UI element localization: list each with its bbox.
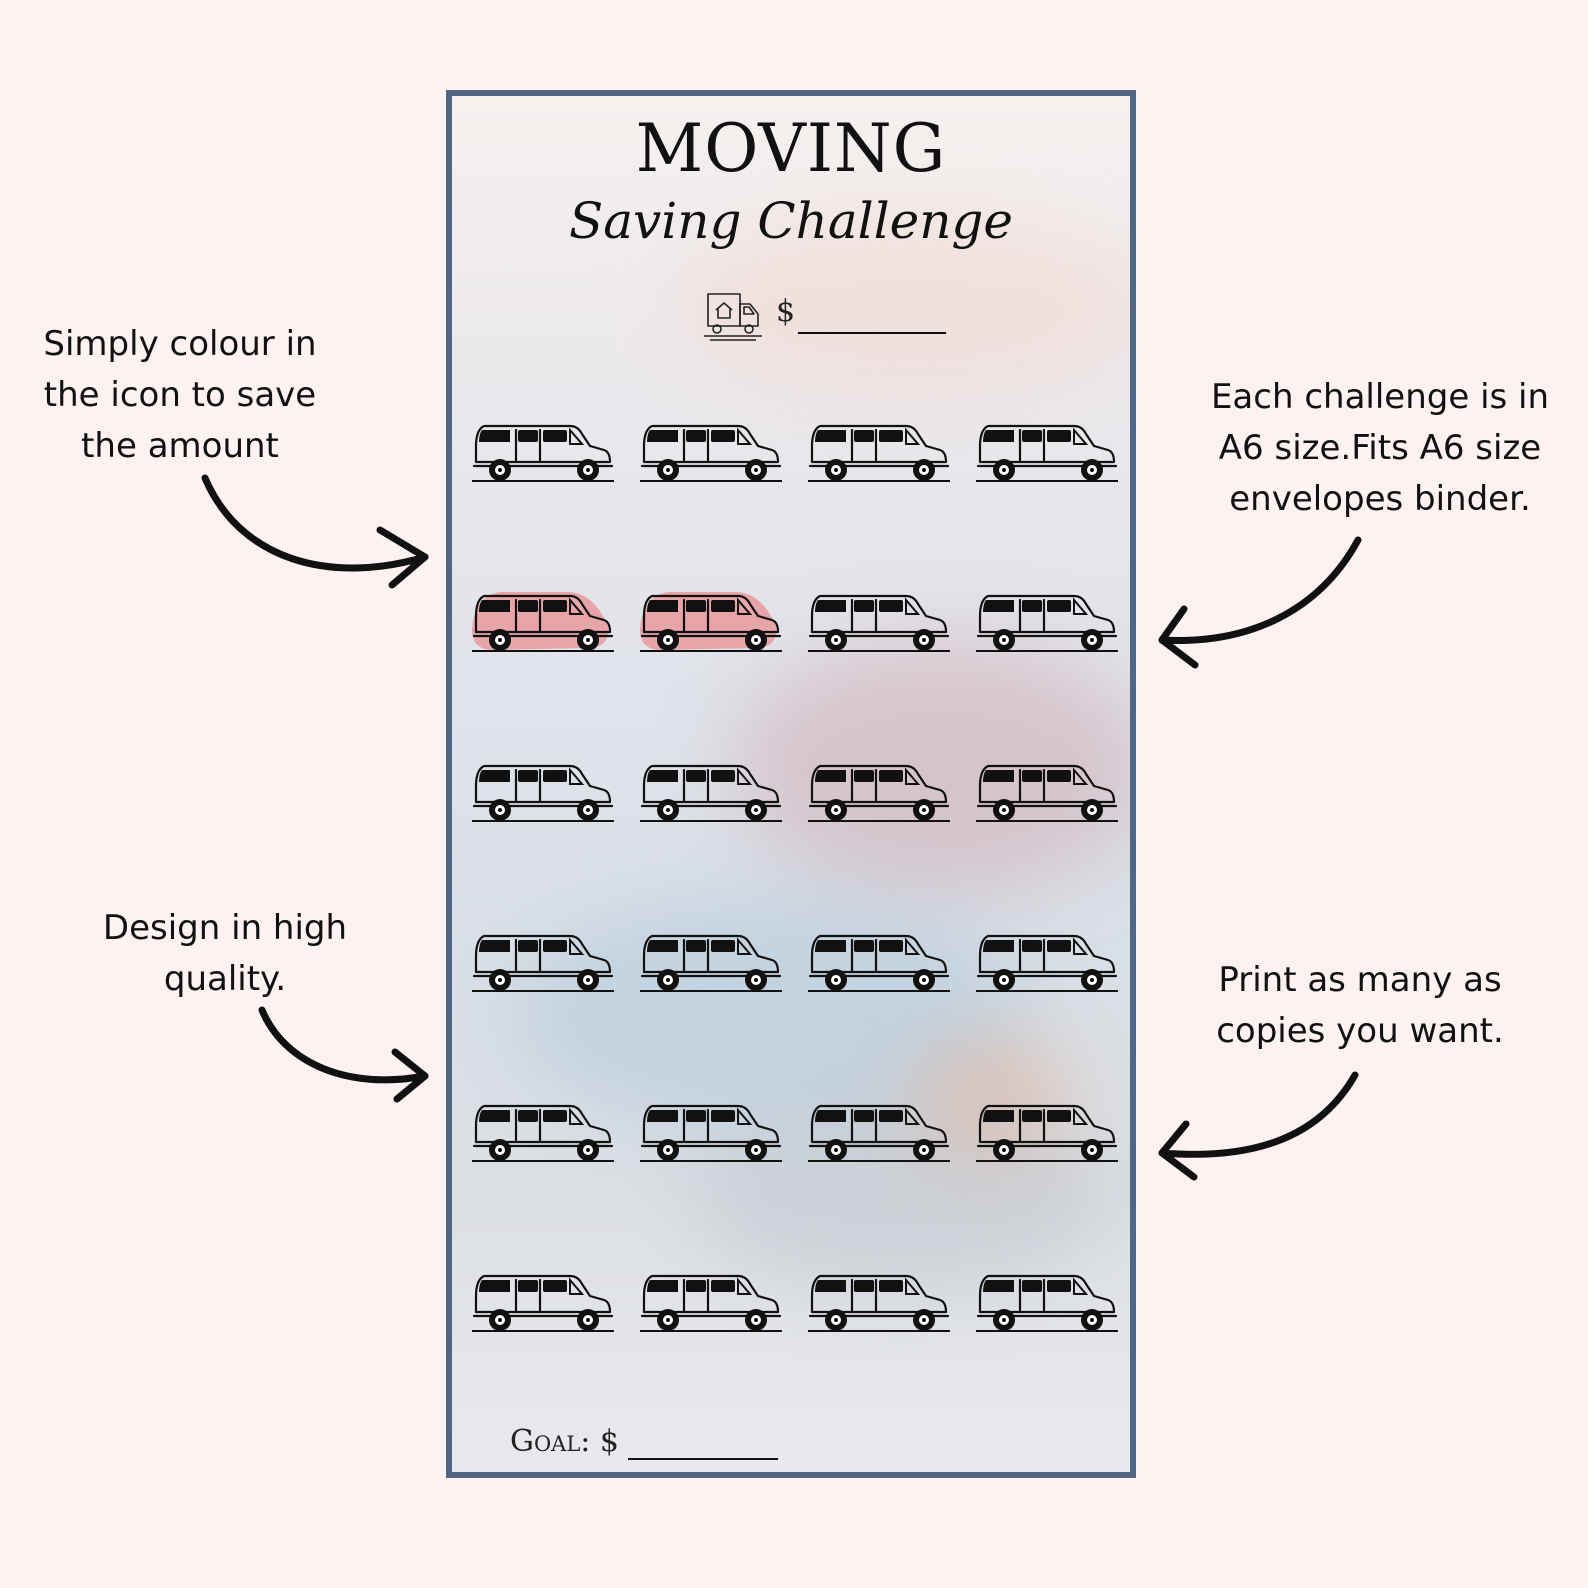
car-icon (640, 764, 782, 822)
note-line: A6 size.Fits A6 size (1218, 428, 1542, 468)
car-slot[interactable] (470, 1266, 638, 1436)
background-blur (512, 896, 1032, 1136)
car-grid (470, 416, 1130, 1436)
note-line: copies you want. (1216, 1011, 1504, 1051)
car-icon (808, 1104, 950, 1162)
car-icon (472, 592, 614, 652)
note-line: quality. (163, 959, 287, 999)
note-line: the amount (81, 426, 279, 466)
car-slot[interactable] (638, 926, 806, 1096)
car-icon (808, 594, 950, 652)
background-blur (692, 1096, 1112, 1296)
car-slot[interactable] (806, 416, 974, 586)
car-icon (808, 1274, 950, 1332)
note-print-copies: Print as many as copies you want. (1170, 955, 1550, 1057)
car-slot[interactable] (470, 756, 638, 926)
car-slot-colored[interactable] (470, 586, 638, 756)
car-slot[interactable] (806, 586, 974, 756)
car-icon (976, 424, 1118, 482)
car-slot[interactable] (470, 926, 638, 1096)
amount-prefix: $ (776, 294, 796, 329)
car-icon (976, 1274, 1118, 1332)
note-line: envelopes binder. (1229, 479, 1531, 519)
car-slot[interactable] (974, 416, 1130, 586)
car-icon (976, 934, 1118, 992)
car-icon (472, 424, 614, 482)
car-icon (472, 934, 614, 992)
car-slot[interactable] (638, 1266, 806, 1436)
car-slot[interactable] (974, 1096, 1130, 1266)
note-line: Print as many as (1218, 960, 1502, 1000)
car-icon (640, 424, 782, 482)
arrow-icon-bottom-right (1158, 1071, 1359, 1181)
car-slot[interactable] (974, 586, 1130, 756)
car-slot[interactable] (974, 1266, 1130, 1436)
car-slot[interactable] (806, 926, 974, 1096)
car-slot[interactable] (638, 756, 806, 926)
note-line: Design in high (102, 908, 348, 948)
car-icon (640, 1104, 782, 1162)
amount-blank-line (798, 332, 946, 334)
card-title: MOVING (635, 110, 947, 187)
car-icon (640, 592, 782, 652)
car-slot[interactable] (470, 416, 638, 586)
car-icon (472, 1104, 614, 1162)
car-slot[interactable] (806, 1266, 974, 1436)
car-icon (976, 764, 1118, 822)
note-quality: Design in high quality. (60, 903, 390, 1005)
note-line: the icon to save (43, 375, 317, 415)
goal-blank-line (628, 1458, 778, 1460)
car-icon (808, 764, 950, 822)
car-slot[interactable] (806, 1096, 974, 1266)
car-icon (808, 934, 950, 992)
note-a6-size: Each challenge is in A6 size.Fits A6 siz… (1190, 372, 1570, 525)
moving-truck-icon (704, 293, 762, 341)
note-line: Simply colour in (43, 324, 317, 364)
car-icon (976, 1104, 1118, 1162)
car-icon (640, 1274, 782, 1332)
note-line: Each challenge is in (1210, 377, 1550, 417)
arrow-icon-top-right (1158, 536, 1362, 669)
car-slot[interactable] (470, 1096, 638, 1266)
car-slot[interactable] (638, 416, 806, 586)
note-colour-in: Simply colour in the icon to save the am… (20, 319, 340, 472)
car-slot-colored[interactable] (638, 586, 806, 756)
car-icon (808, 424, 950, 482)
car-icon (472, 1274, 614, 1332)
background-blur (912, 1036, 1072, 1156)
background-blur (672, 216, 1130, 396)
car-slot[interactable] (806, 756, 974, 926)
car-slot[interactable] (638, 1096, 806, 1266)
challenge-card: MOVING Saving Challenge $ (446, 90, 1136, 1478)
arrow-icon-top-left (201, 474, 429, 589)
card-subtitle: Saving Challenge (568, 192, 1014, 250)
car-slot[interactable] (974, 756, 1130, 926)
car-icon (472, 764, 614, 822)
car-icon (976, 594, 1118, 652)
car-icon (640, 934, 782, 992)
car-slot[interactable] (974, 926, 1130, 1096)
goal-label: Goal: $ (510, 1424, 620, 1459)
arrow-icon-bottom-left (258, 1006, 429, 1103)
